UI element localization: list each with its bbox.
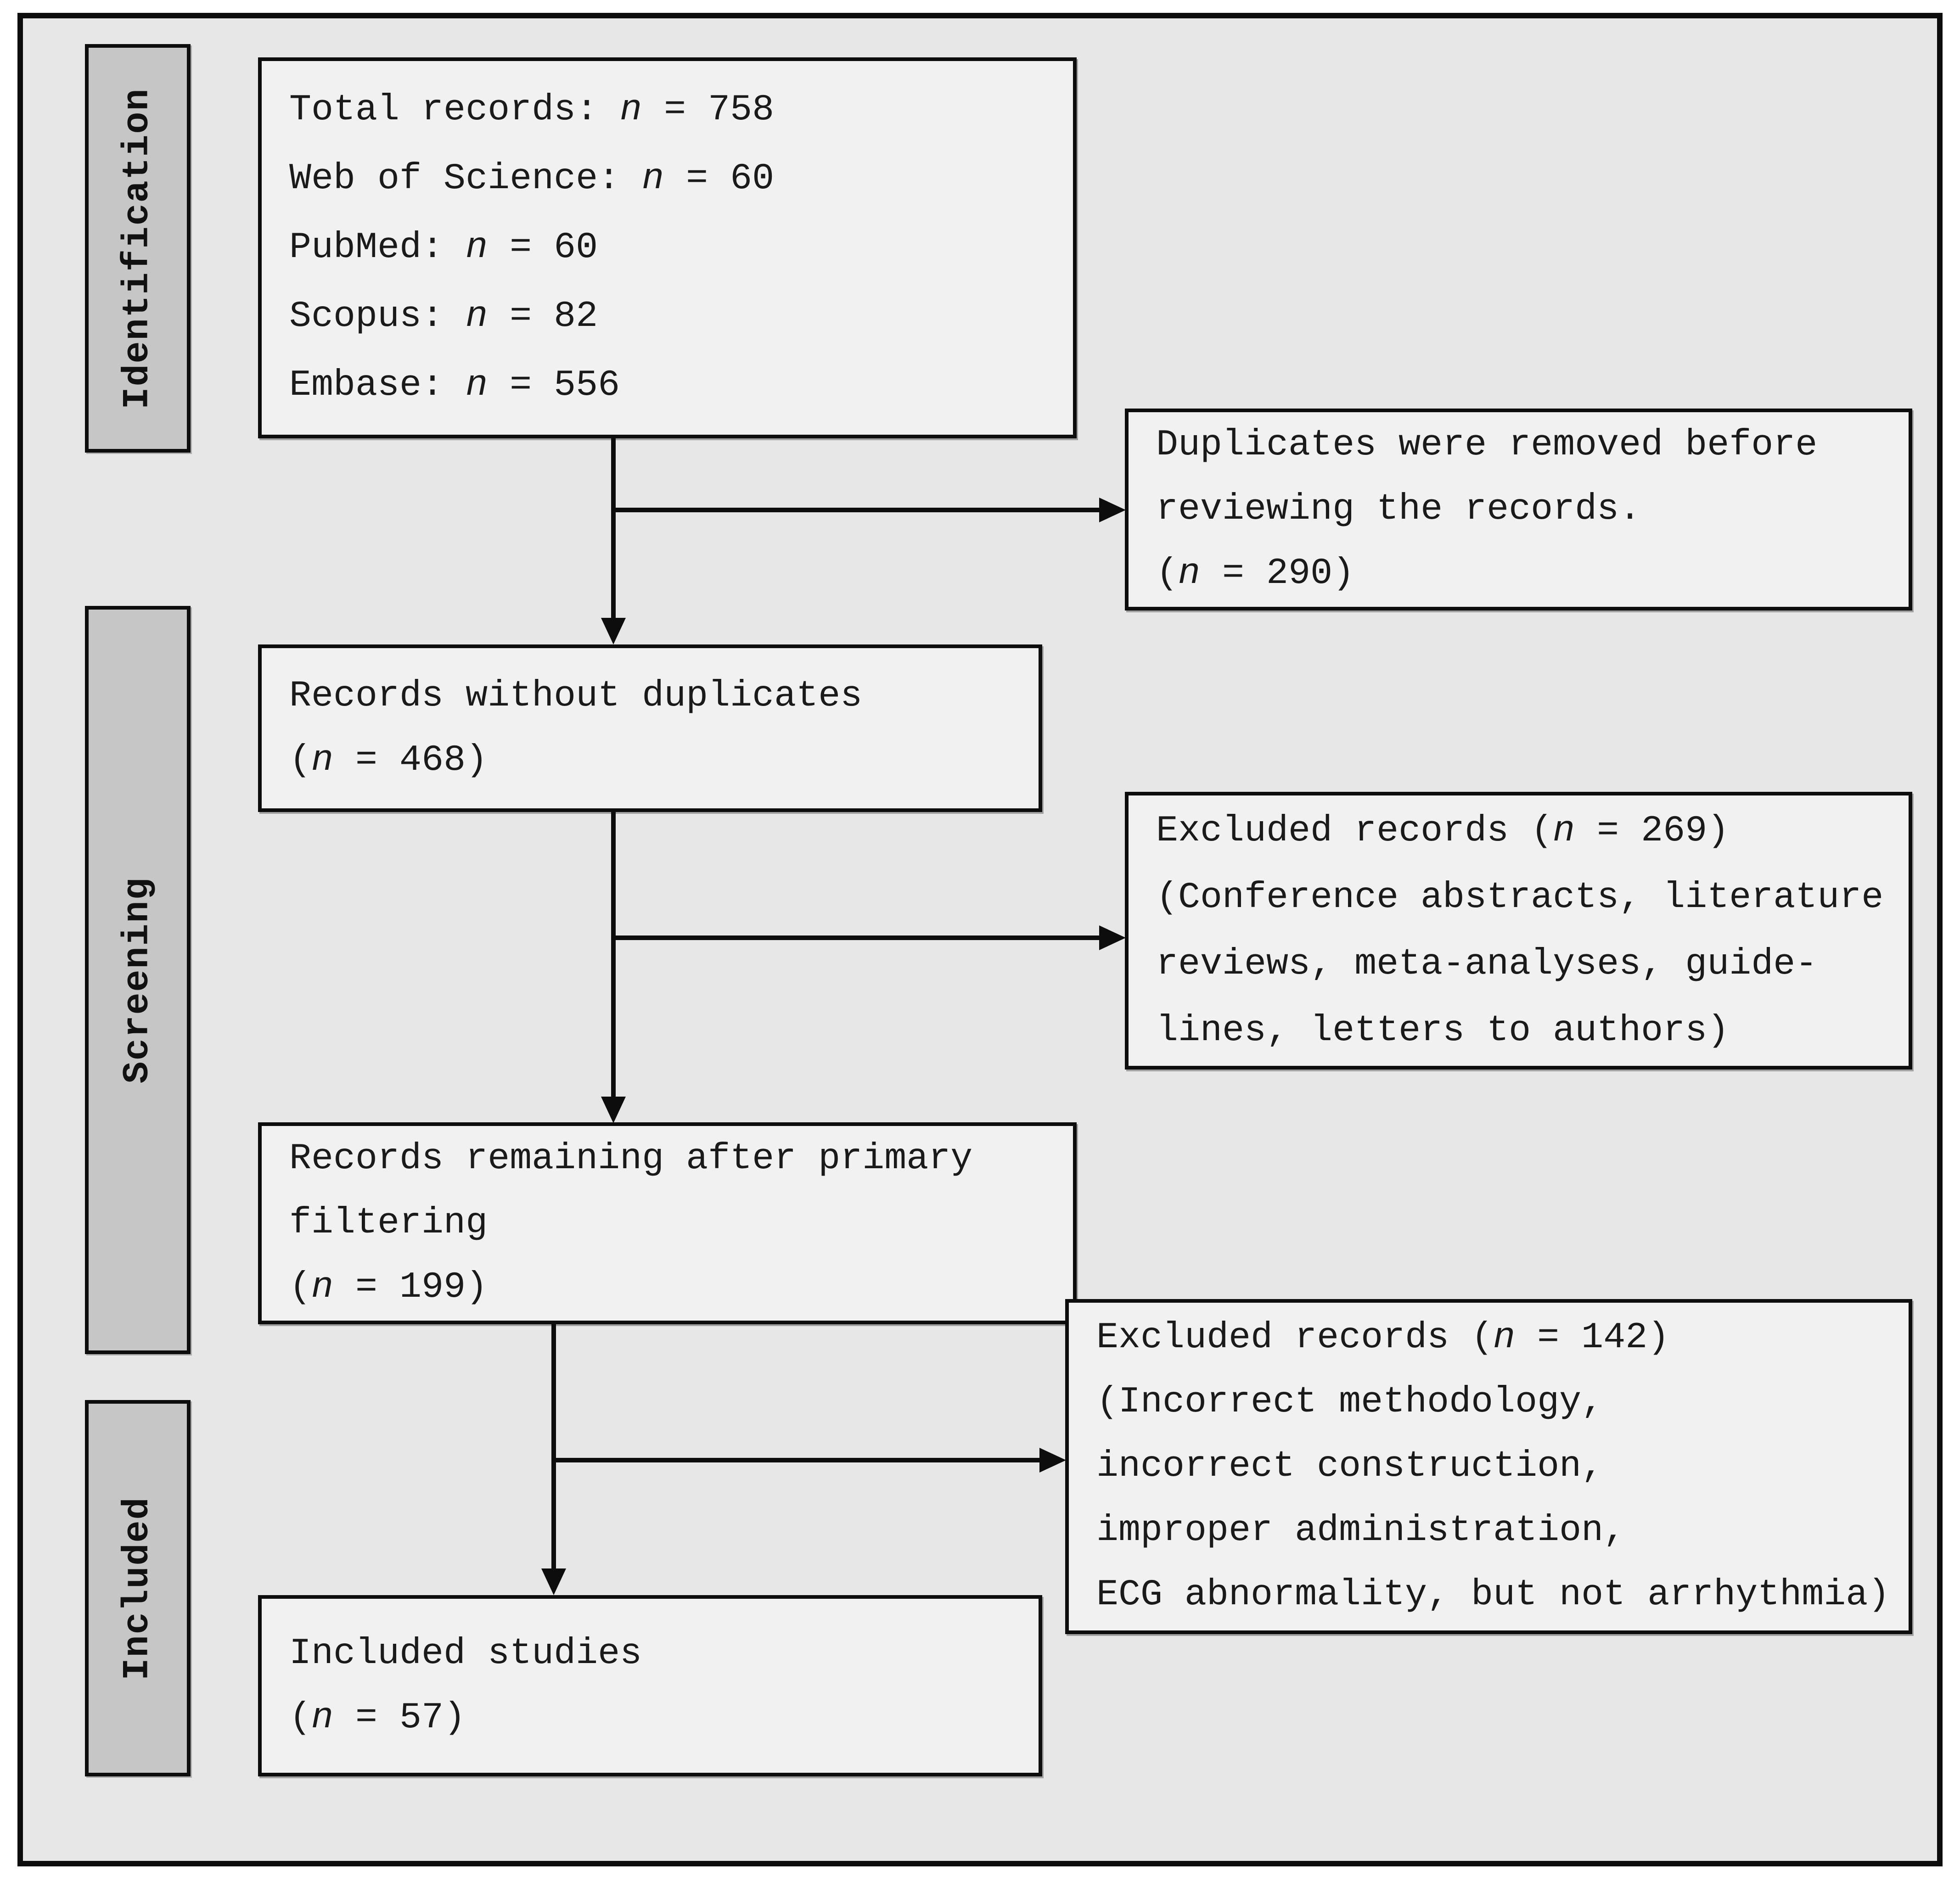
- box-text-line: incorrect construction,: [1096, 1445, 1604, 1487]
- box-text-line: (n = 468): [289, 739, 488, 781]
- arrow-line-excluded-primary-branch: [613, 935, 1103, 940]
- arrow-line-screening-down: [611, 811, 616, 1099]
- box-text-line: Duplicates were removed before: [1156, 424, 1818, 466]
- box-text-line: PubMed: n = 60: [289, 227, 598, 269]
- box-text-line: (Conference abstracts, literature: [1156, 876, 1884, 919]
- stage-included: Included: [85, 1400, 191, 1776]
- box-text-line: Records without duplicates: [289, 675, 863, 717]
- arrowhead-identification-down: [601, 618, 626, 644]
- box-text-line: reviewing the records.: [1156, 488, 1641, 530]
- arrow-line-excluded-secondary-branch: [554, 1458, 1043, 1462]
- box-text-line: (n = 57): [289, 1697, 466, 1739]
- stage-identification: Identification: [85, 44, 191, 453]
- box-text-line: Web of Science: n = 60: [289, 158, 775, 200]
- box-included-studies: Included studies (n = 57): [258, 1595, 1042, 1776]
- box-records-without-duplicates: Records without duplicates (n = 468): [258, 644, 1042, 812]
- box-text-line: reviews, meta-analyses, guide-: [1156, 943, 1818, 985]
- arrowhead-excluded-primary-branch: [1099, 925, 1126, 950]
- stage-screening-label: Screening: [117, 876, 159, 1084]
- box-duplicates-removed: Duplicates were removed before reviewing …: [1125, 409, 1912, 611]
- stage-identification-label: Identification: [117, 87, 159, 409]
- box-text-line: (Incorrect methodology,: [1096, 1381, 1604, 1423]
- box-text-line: lines, letters to authors): [1156, 1009, 1730, 1052]
- arrow-line-duplicates-branch: [613, 508, 1103, 512]
- box-text-line: Scopus: n = 82: [289, 296, 598, 337]
- box-text-line: Included studies: [289, 1632, 642, 1675]
- arrowhead-excluded-secondary-branch: [1039, 1448, 1066, 1473]
- box-text-line: Embase: n = 556: [289, 364, 620, 406]
- box-text-line: (n = 199): [289, 1266, 488, 1308]
- box-excluded-records-secondary: Excluded records (n = 142) (Incorrect met…: [1065, 1299, 1912, 1634]
- box-text-line: ECG abnormality, but not arrhythmia): [1096, 1574, 1890, 1616]
- box-text-line: improper administration,: [1096, 1510, 1626, 1552]
- box-text-line: Records remaining after primary: [289, 1138, 973, 1180]
- box-excluded-records-primary: Excluded records (n = 269) (Conference ab…: [1125, 792, 1912, 1070]
- box-text-line: Total records: n = 758: [289, 89, 775, 131]
- arrowhead-screening-down: [601, 1097, 626, 1123]
- box-records-remaining: Records remaining after primary filtering…: [258, 1122, 1077, 1324]
- arrowhead-included-down: [541, 1568, 566, 1595]
- stage-screening: Screening: [85, 606, 191, 1354]
- box-text-line: filtering: [289, 1202, 488, 1244]
- box-text-line: Excluded records (n = 142): [1096, 1317, 1670, 1359]
- arrowhead-duplicates-branch: [1099, 498, 1126, 522]
- arrow-line-identification-down: [611, 437, 616, 639]
- stage-included-label: Included: [117, 1496, 159, 1680]
- box-text-line: (n = 290): [1156, 553, 1355, 594]
- arrow-line-included-down: [551, 1323, 556, 1571]
- box-text-line: Excluded records (n = 269): [1156, 810, 1730, 852]
